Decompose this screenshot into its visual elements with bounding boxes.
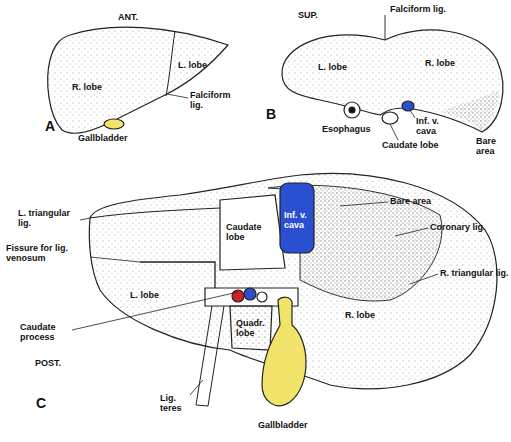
anatomy-label: L. lobe — [318, 62, 363, 72]
anatomy-label: Quadr. lobe — [236, 318, 272, 338]
anatomy-label: L. lobe — [130, 290, 175, 300]
anatomy-label: R. lobe — [425, 58, 470, 68]
anatomy-label: Esophagus — [322, 124, 382, 134]
anatomy-label: Falciform lig. — [190, 90, 235, 110]
anatomy-label: R. lobe — [72, 82, 122, 92]
anatomy-label: Fissure for lig. venosum — [6, 243, 70, 263]
anatomy-label: L. triangular lig. — [18, 208, 80, 228]
anatomy-label: Coronary lig. — [430, 222, 490, 232]
anatomy-label: Caudate process — [20, 322, 72, 342]
anatomy-label: Lig. teres — [160, 393, 194, 413]
figure-letter: C — [36, 395, 51, 411]
anatomy-label: ANT. — [118, 12, 158, 22]
anatomy-label: Inf. v. cava — [284, 210, 316, 230]
figure-letter: B — [266, 106, 281, 122]
anatomy-label: L. lobe — [178, 60, 223, 70]
anatomy-label: Bare area — [476, 136, 510, 156]
anatomy-label: Bare area — [390, 196, 450, 206]
anatomy-label: Falciform lig. — [390, 4, 480, 14]
anatomy-label: Gallbladder — [258, 420, 328, 430]
anatomy-label: Inf. v. cava — [416, 116, 456, 136]
anatomy-label: SUP. — [298, 10, 328, 20]
anatomy-label: Gallbladder — [78, 133, 138, 143]
figure-letter: A — [45, 118, 60, 134]
anatomy-label: R. lobe — [345, 310, 390, 320]
anatomy-label: R. triangular lig. — [440, 268, 510, 278]
anatomy-label: POST. — [35, 358, 70, 368]
anatomy-label: Caudate lobe — [226, 222, 276, 242]
anatomy-label: Caudate lobe — [382, 140, 442, 150]
